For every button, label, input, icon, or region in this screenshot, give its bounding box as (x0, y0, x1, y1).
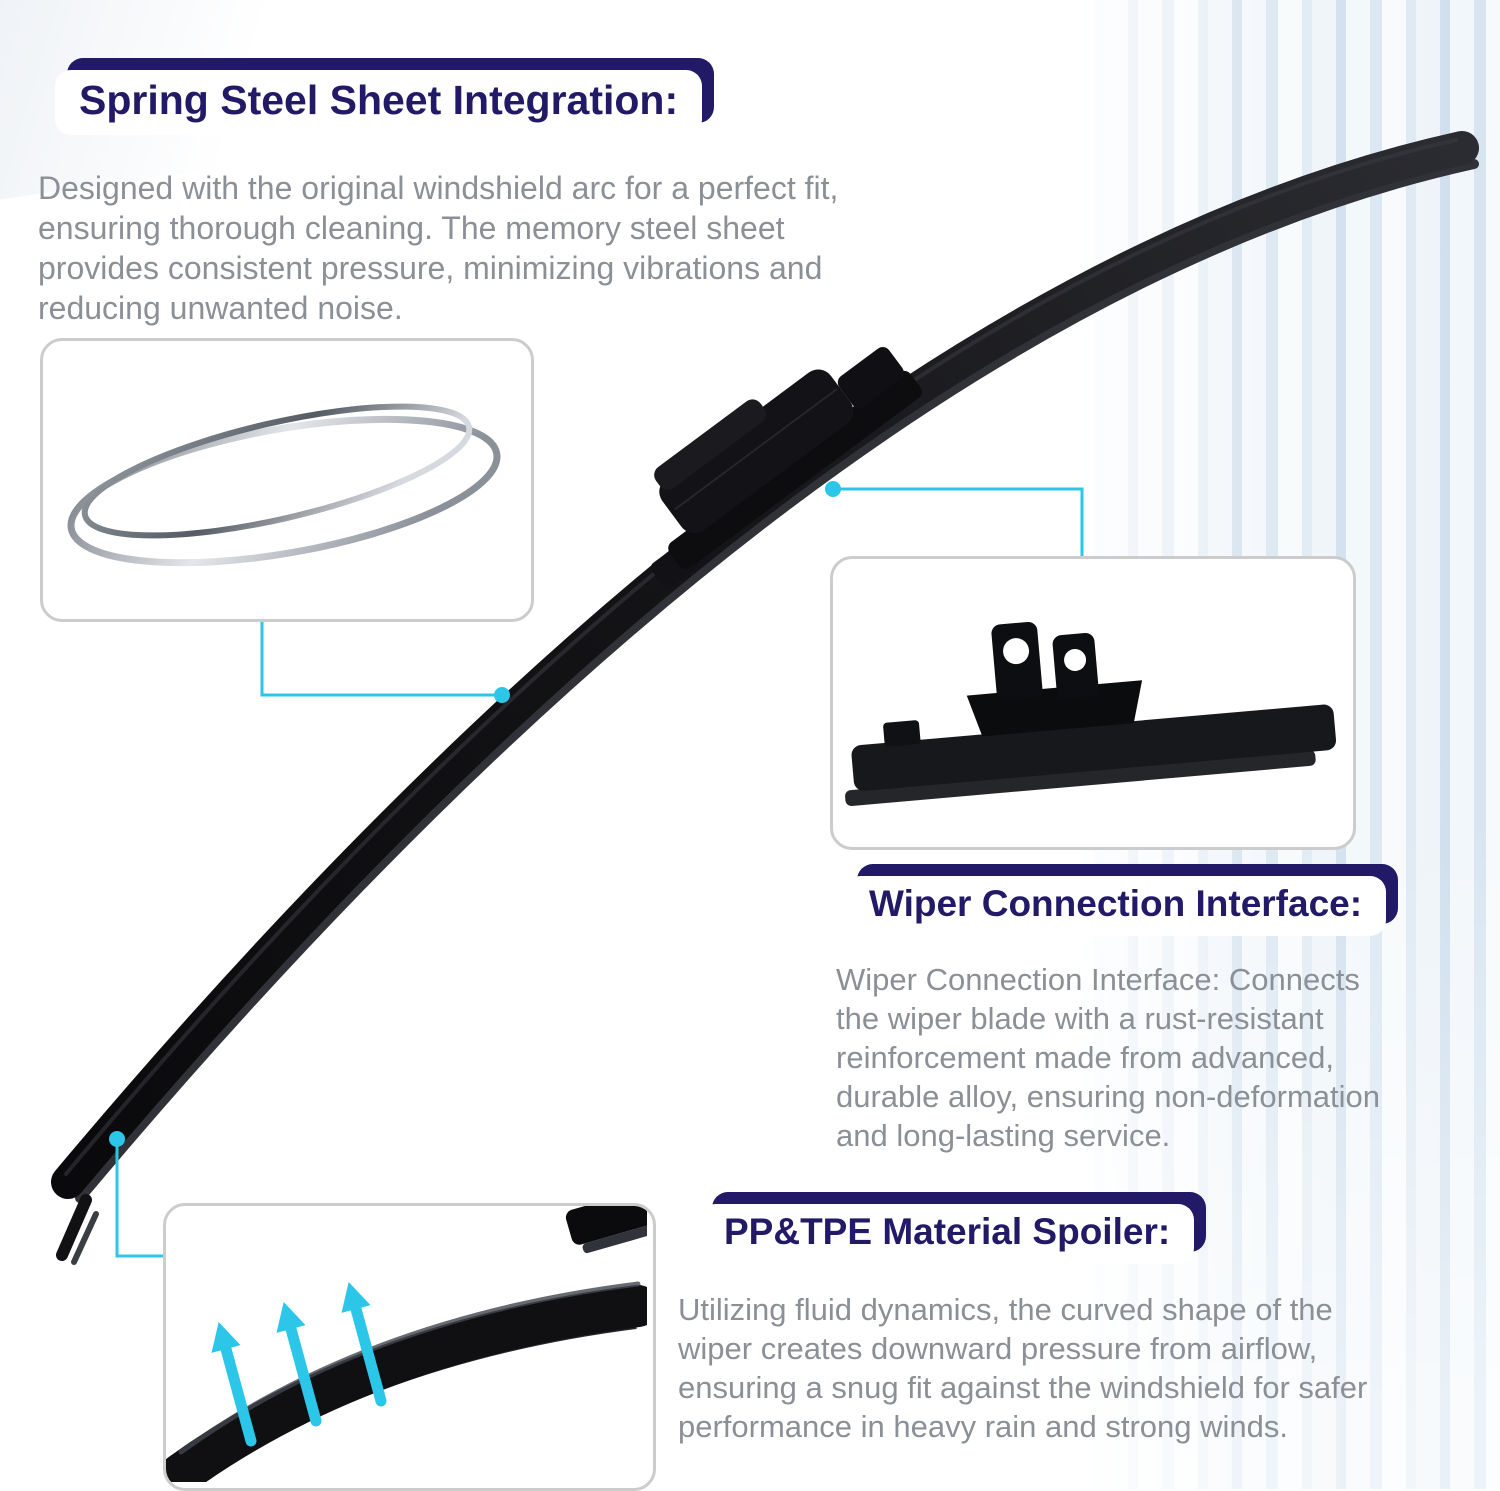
blade-tip-rubber-end (71, 1211, 99, 1265)
body-line: wiper creates downward pressure from air… (678, 1331, 1318, 1366)
steel-sheet-loop-inner (81, 403, 473, 539)
body-line: Designed with the original windshield ar… (38, 170, 839, 206)
steel-sheet-loop-outer (67, 415, 501, 567)
inset-spoiler (163, 1203, 656, 1491)
body-line: ensuring thorough cleaning. The memory s… (38, 210, 785, 246)
callout-dot-spring-steel (494, 687, 510, 703)
heading-spring-steel: Spring Steel Sheet Integration: (55, 70, 703, 135)
body-line: performance in heavy rain and strong win… (678, 1409, 1288, 1444)
inset-connection (830, 556, 1356, 850)
blade-rubber-strip (75, 159, 1479, 1203)
spoiler-blade-fragment (565, 1206, 647, 1254)
airflow-arrow-icon (285, 1323, 322, 1427)
connection-rail-illustration (845, 621, 1337, 807)
paragraph-spring-steel: Designed with the original windshield ar… (38, 168, 838, 328)
heading-connection: Wiper Connection Interface: (845, 876, 1387, 936)
body-line: durable alloy, ensuring non-deformation (836, 1079, 1380, 1114)
rail-beam (851, 704, 1337, 791)
spoiler-band (166, 1285, 647, 1482)
body-line: ensuring a snug fit against the windshie… (678, 1370, 1368, 1405)
body-line: Wiper Connection Interface: Connects (836, 962, 1360, 997)
callout-dot-connection (825, 481, 841, 497)
blade-adapter (650, 347, 922, 589)
airflow-arrowhead-icon (341, 1282, 371, 1313)
callout-line-spring-steel (260, 616, 502, 697)
body-line: Utilizing fluid dynamics, the curved sha… (678, 1292, 1333, 1327)
callout-line-connection (833, 487, 1084, 556)
blade-tip-tail (56, 1194, 92, 1261)
airflow-arrowhead-icon (276, 1302, 306, 1333)
steel-sheet-illustration (67, 403, 501, 567)
inset-spring-steel (40, 338, 534, 622)
spoiler-illustration (166, 1206, 647, 1482)
rail-rubber (845, 749, 1316, 807)
callout-dot-spoiler (109, 1131, 125, 1147)
airflow-arrowhead-icon (211, 1322, 241, 1353)
airflow-arrow-icon (350, 1303, 387, 1407)
airflow-arrow-icon (220, 1343, 257, 1447)
paragraph-spoiler: Utilizing fluid dynamics, the curved sha… (678, 1290, 1367, 1446)
airflow-arrows (211, 1282, 387, 1447)
callout-line-spoiler (115, 1139, 163, 1258)
rail-clip (883, 720, 921, 747)
bracket-hole-left (1003, 638, 1030, 665)
body-line: and long-lasting service. (836, 1118, 1171, 1153)
bracket-hole-right (1064, 649, 1087, 672)
body-line: provides consistent pressure, minimizing… (38, 250, 823, 286)
heading-spoiler: PP&TPE Material Spoiler: (700, 1204, 1195, 1264)
body-line: reducing unwanted noise. (38, 290, 403, 326)
body-line: the wiper blade with a rust-resistant (836, 1001, 1324, 1036)
body-line: reinforcement made from advanced, (836, 1040, 1334, 1075)
paragraph-connection: Wiper Connection Interface: Connects the… (836, 960, 1380, 1155)
spoiler-band-highlight (178, 1281, 641, 1455)
